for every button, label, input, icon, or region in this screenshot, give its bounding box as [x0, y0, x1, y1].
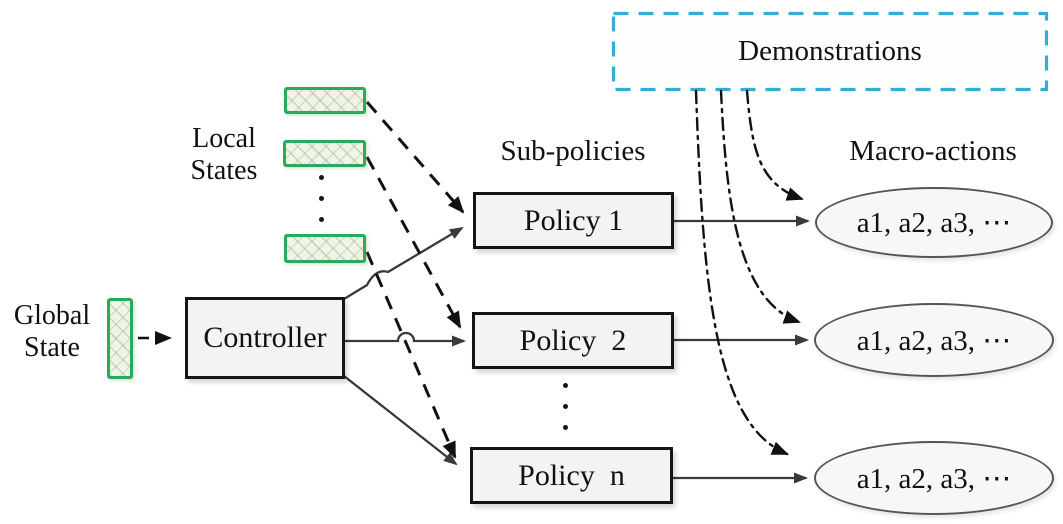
controller-label: Controller	[203, 321, 327, 354]
arrow-localstaten-to-policyn	[365, 251, 457, 459]
macro-actions-ellipse-1: a1, a2, a3, ⋯	[815, 187, 1053, 258]
arrow-localstate1-to-policy1	[365, 101, 465, 214]
demonstrations-box-frame	[611, 11, 1049, 92]
policy-n-label: Policy n	[518, 458, 625, 492]
macro-actions-label: Macro-actions	[849, 135, 1017, 167]
macro-actions-ellipse-2: a1, a2, a3, ⋯	[814, 303, 1054, 377]
arrow-localstate2-to-policy2	[365, 156, 462, 329]
policy-n-box: Policy n	[470, 447, 673, 504]
arrow-demonstrations-to-actions2	[719, 89, 801, 324]
dot	[563, 404, 568, 409]
demonstrations-box: Demonstrations	[612, 12, 1048, 90]
global-state-rect	[107, 298, 133, 379]
dot	[319, 175, 324, 180]
arrow-demonstrations-to-actions1	[745, 89, 804, 201]
dot	[319, 196, 324, 201]
arrow-demonstrations-to-actions3	[694, 89, 789, 456]
vertical-ellipsis-policies	[563, 383, 568, 430]
macro-actions-3-label: a1, a2, a3, ⋯	[856, 462, 1012, 495]
policy-2-label: Policy 2	[519, 323, 627, 357]
dot	[563, 383, 568, 388]
macro-actions-2-label: a1, a2, a3, ⋯	[856, 324, 1012, 357]
controller-box: Controller	[185, 297, 345, 379]
macro-actions-ellipse-3: a1, a2, a3, ⋯	[814, 441, 1054, 515]
demonstrations-label: Demonstrations	[738, 34, 922, 67]
local-state-rect-1	[284, 87, 366, 114]
local-state-rect-n	[284, 234, 366, 263]
arrow-controller-to-policy1	[343, 226, 464, 300]
local-states-label: Local States	[190, 123, 258, 187]
global-state-label: Global State	[13, 300, 91, 364]
dot	[319, 217, 324, 222]
policy-2-box: Policy 2	[472, 312, 674, 369]
local-state-rect-2	[283, 140, 366, 167]
macro-actions-1-label: a1, a2, a3, ⋯	[856, 207, 1012, 239]
dot	[563, 425, 568, 430]
arrow-controller-to-policy2	[344, 331, 466, 347]
vertical-ellipsis-local-states	[319, 175, 324, 222]
policy-1-box: Policy 1	[473, 192, 674, 249]
sub-policies-label: Sub-policies	[500, 135, 646, 167]
policy-1-label: Policy 1	[523, 203, 624, 237]
arrow-controller-to-policyn	[343, 375, 458, 466]
